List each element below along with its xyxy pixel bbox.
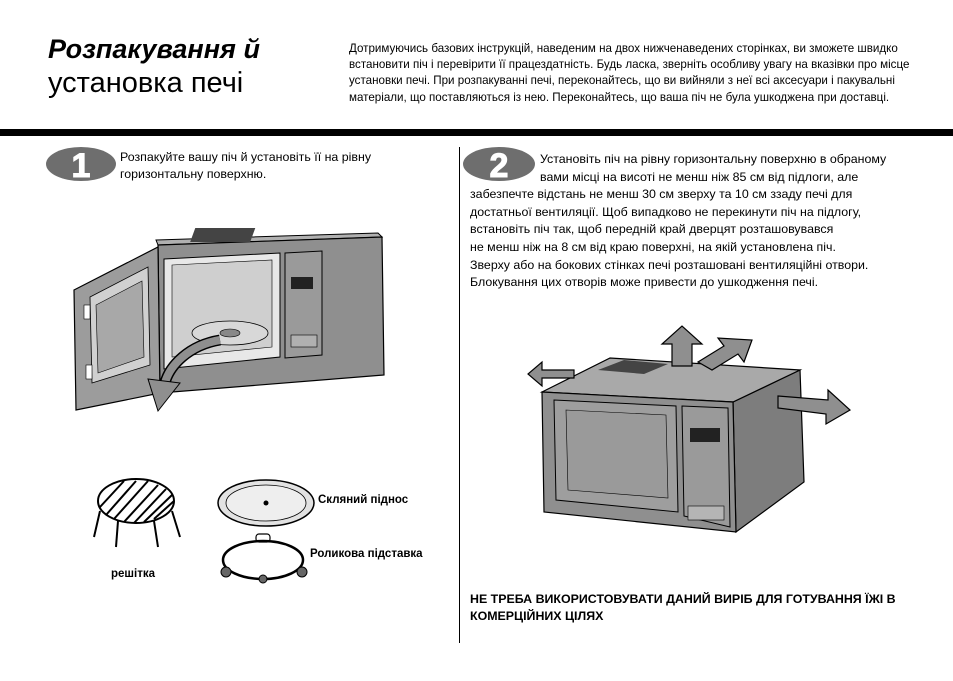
ventilation-oven-illustration: [527, 325, 852, 534]
open-oven-illustration: [73, 228, 385, 413]
rack-icon: [93, 478, 181, 548]
step2-badge: 2: [463, 147, 535, 186]
step1-badge: 1: [46, 147, 116, 186]
back-arrow: [696, 337, 753, 371]
door-button: [687, 505, 725, 521]
step2-line: забезпечте відстань не менш 30 см зверху…: [470, 187, 853, 202]
step1-number: 1: [72, 147, 91, 185]
left-arrow: [527, 360, 575, 388]
roller-rest-label: Роликова підставка: [310, 548, 423, 560]
step2-line: Установіть піч на рівну горизонтальну по…: [540, 152, 887, 166]
page-title: Розпакування й установка печі: [48, 32, 260, 100]
top-vents: [190, 228, 256, 242]
up-arrow: [660, 325, 704, 367]
step2-line: не менш ніж на 8 см від краю поверхні, н…: [470, 239, 836, 254]
column-divider: [459, 147, 460, 643]
intro-paragraph: Дотримуючись базових інструкцій, наведен…: [349, 42, 910, 104]
step1-text: Розпакуйте вашу піч й установіть її на р…: [120, 150, 372, 181]
rack-label: решітка: [111, 568, 155, 580]
header-rule: [0, 129, 953, 136]
step2-text: Установіть піч на рівну горизонтальну по…: [470, 151, 935, 292]
commercial-use-warning: НЕ ТРЕБА ВИКОРИСТОВУВАТИ ДАНИЙ ВИРІБ ДЛЯ…: [470, 592, 896, 623]
right-arrow: [777, 388, 852, 426]
step2-line: вами місці на висоті не менш ніж 85 см в…: [540, 169, 859, 184]
top-vents: [598, 360, 668, 374]
page-title-line1: Розпакування й: [48, 34, 260, 64]
step2-number: 2: [490, 147, 509, 185]
glass-tray-label: Скляний піднос: [318, 494, 409, 506]
glass-tray-icon: [217, 479, 315, 527]
step2-line: Зверху або на бокових стінках печі розта…: [470, 257, 869, 272]
roller-rest-icon: [220, 533, 308, 584]
door-button: [290, 334, 318, 348]
step2-line: встановіть піч так, щоб передній край дв…: [470, 222, 834, 237]
display-panel: [690, 428, 720, 442]
display-panel: [291, 277, 313, 289]
page-title-line2: установка печі: [48, 67, 244, 99]
step2-line: Блокування цих отворів може привести до …: [470, 275, 819, 290]
step2-line: достатньої вентиляції. Щоб випадково не …: [470, 204, 862, 219]
